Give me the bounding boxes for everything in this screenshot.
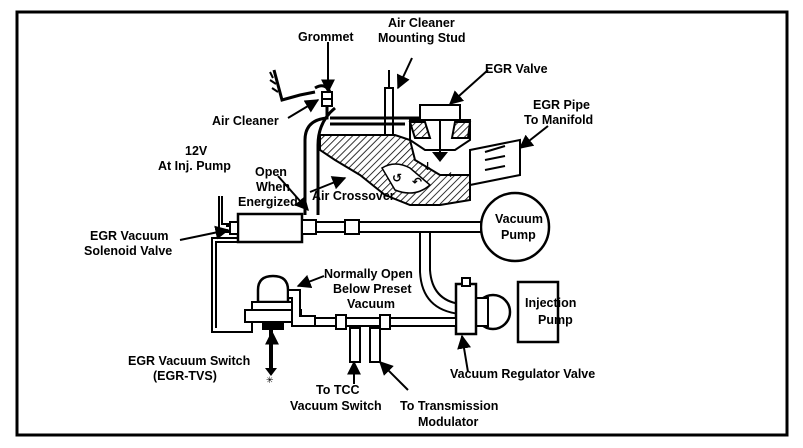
- label-egr-valve: EGR Valve: [485, 62, 548, 76]
- label-egr-vacuum-switch: EGR Vacuum Switch: [128, 354, 250, 368]
- vacuum-regulator-valve: [454, 277, 478, 336]
- label-air-cleaner-mounting-stud: Mounting Stud: [378, 31, 465, 45]
- tcc-vacuum-connection: [349, 327, 361, 363]
- injection-pump: [474, 280, 560, 344]
- vacuum-line-main: [315, 221, 482, 233]
- label-egr-solenoid-valve: EGR Vacuum: [90, 229, 169, 243]
- label-open-when-energized: Energized: [238, 195, 298, 209]
- label-12v: 12V: [185, 144, 208, 158]
- label-tcc-vacuum-switch: Vacuum Switch: [290, 399, 382, 413]
- label-injection-pump: Pump: [538, 313, 573, 327]
- svg-text:↓: ↓: [423, 160, 432, 173]
- air-cleaner-mounting-stud: [384, 70, 394, 139]
- label-injection-pump: Injection: [525, 296, 576, 310]
- label-air-crossover: Air Crossover: [312, 189, 395, 203]
- air-crossover: ↺ ↶: [319, 134, 471, 206]
- egr-vacuum-solenoid-valve: [226, 212, 317, 244]
- label-12v: At Inj. Pump: [158, 159, 231, 173]
- label-egr-vacuum-switch: (EGR-TVS): [153, 369, 217, 383]
- leader-lines: [179, 42, 549, 391]
- egr-valve: ↓ ←: [408, 104, 472, 181]
- label-vacuum-pump: Vacuum: [495, 212, 543, 226]
- label-vacuum-regulator-valve: Vacuum Regulator Valve: [450, 367, 595, 381]
- grommet: [321, 91, 333, 107]
- svg-text:✳: ✳: [266, 376, 274, 386]
- label-vacuum-pump: Pump: [501, 228, 536, 242]
- label-egr-solenoid-valve: Solenoid Valve: [84, 244, 172, 258]
- transmission-modulator-connection: [369, 327, 381, 363]
- egr-vacuum-switch: ✳: [244, 274, 302, 386]
- power-wire-12v: [221, 196, 230, 225]
- label-grommet: Grommet: [298, 30, 354, 44]
- label-air-cleaner-mounting-stud: Air Cleaner: [388, 16, 455, 30]
- vacuum-pump: [479, 191, 551, 263]
- svg-text:←: ←: [448, 168, 457, 181]
- svg-text:↺: ↺: [392, 171, 402, 185]
- label-egr-pipe: To Manifold: [524, 113, 593, 127]
- egr-pipe: [469, 138, 521, 187]
- svg-text:↶: ↶: [412, 175, 422, 189]
- diagram-frame: [15, 10, 789, 437]
- label-tcc-vacuum-switch: To TCC: [316, 383, 360, 397]
- label-transmission-modulator: To Transmission: [400, 399, 498, 413]
- label-air-cleaner: Air Cleaner: [212, 114, 279, 128]
- label-egr-pipe: EGR Pipe: [533, 98, 590, 112]
- label-open-when-energized: When: [256, 180, 290, 194]
- label-normally-open: Normally Open: [324, 267, 413, 281]
- label-normally-open: Vacuum: [347, 297, 395, 311]
- label-normally-open: Below Preset: [333, 282, 412, 296]
- label-open-when-energized: Open: [255, 165, 287, 179]
- label-transmission-modulator: Modulator: [418, 415, 479, 429]
